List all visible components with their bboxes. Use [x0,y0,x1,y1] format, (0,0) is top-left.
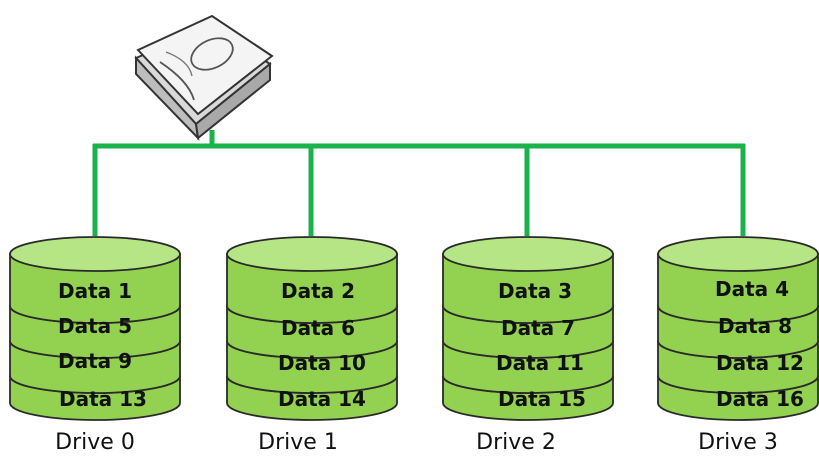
drive-0: Data 1 Data 5 Data 9 Data 13 Drive 0 [9,236,181,455]
drive-0-block-3: Data 9 [58,349,132,373]
drive-2: Data 3 Data 7 Data 11 Data 15 Drive 2 [442,236,614,455]
drive-2-block-2: Data 7 [501,316,575,340]
drive-2-segment-1 [442,236,614,324]
drive-3-label: Drive 3 [698,430,778,455]
drive-3-top [657,236,819,272]
drive-0-segment-1 [9,236,181,324]
drive-3-block-3: Data 12 [716,351,804,375]
connection-bus [92,130,746,236]
drive-1: Data 2 Data 6 Data 10 Data 14 Drive 1 [226,236,398,455]
hard-disk-icon [134,14,274,141]
drive-0-block-4: Data 13 [59,387,147,411]
drive-1-top [226,236,398,272]
drive-1-block-2: Data 6 [281,316,355,340]
drive-1-block-1: Data 2 [281,279,355,303]
drive-3-block-4: Data 16 [716,387,804,411]
drive-1-block-4: Data 14 [278,387,366,411]
drive-2-label: Drive 2 [476,430,556,455]
drive-2-top [442,236,614,272]
drive-1-segment-1 [226,236,398,324]
drive-3: Data 4 Data 8 Data 12 Data 16 Drive 3 [657,236,819,455]
drive-3-block-1: Data 4 [715,277,789,301]
drive-0-block-1: Data 1 [58,279,132,303]
drive-2-block-3: Data 11 [496,351,584,375]
drive-0-label: Drive 0 [55,430,135,455]
drive-2-block-4: Data 15 [498,387,586,411]
drive-1-block-3: Data 10 [278,351,366,375]
drive-2-block-1: Data 3 [498,279,572,303]
drive-3-block-2: Data 8 [718,314,792,338]
drive-1-label: Drive 1 [258,430,338,455]
drive-0-block-2: Data 5 [58,314,132,338]
drive-0-top [9,236,181,272]
drive-3-segment-1 [657,236,819,324]
